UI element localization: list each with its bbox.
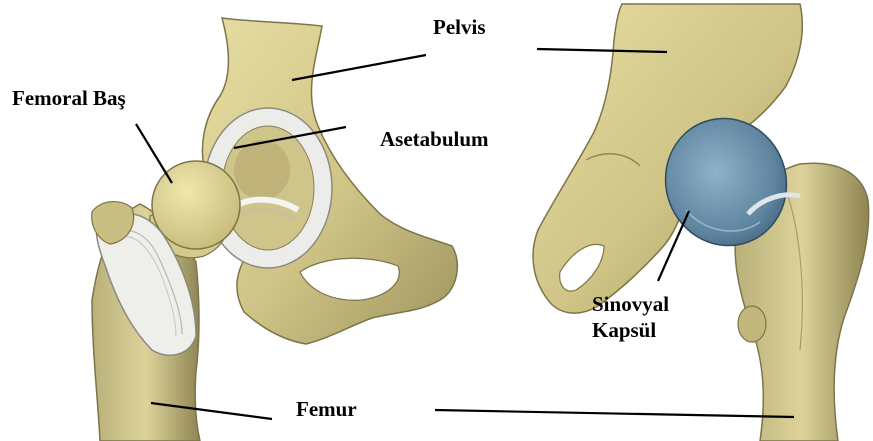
femur-label: Femur [296, 399, 357, 420]
synovial-capsule-label-line1: Sinovyal [592, 291, 669, 317]
acetabulum-label: Asetabulum [380, 129, 489, 150]
right-hip-illustration [533, 4, 869, 441]
leader-line-femoral-head [136, 124, 172, 183]
left-hip-illustration [92, 18, 458, 441]
left-femoral-head [152, 161, 240, 249]
leader-line-femur-right [435, 410, 794, 417]
synovial-capsule-label-line2: Kapsül [592, 317, 669, 343]
pelvis-label: Pelvis [433, 17, 486, 38]
synovial-capsule-label: Sinovyal Kapsül [592, 291, 669, 343]
femoral-head-label: Femoral Baş [12, 88, 126, 109]
